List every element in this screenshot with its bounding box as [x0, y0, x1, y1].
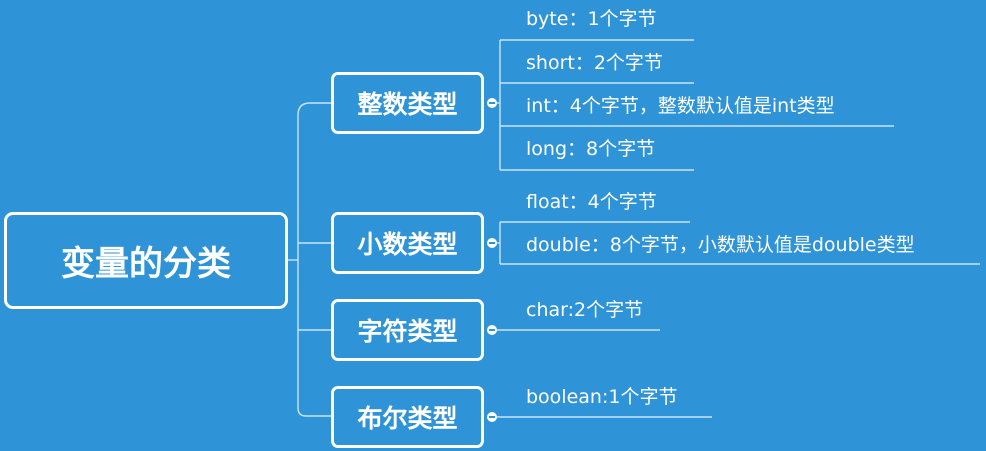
collapse-toggle-boolean[interactable]: [487, 412, 497, 422]
collapse-toggle-integer[interactable]: [487, 98, 497, 108]
leaf-int[interactable]: int：4个字节，整数默认值是int类型: [526, 95, 835, 117]
category-char-label: 字符类型: [357, 317, 458, 346]
category-integer-label: 整数类型: [357, 90, 458, 119]
leaf-byte[interactable]: byte：1个字节: [526, 8, 657, 30]
category-decimal-node[interactable]: 小数类型: [331, 212, 484, 274]
leaf-float[interactable]: float：4个字节: [526, 191, 657, 213]
leaf-short[interactable]: short：2个字节: [526, 52, 663, 74]
category-boolean-label: 布尔类型: [357, 404, 458, 433]
root-node[interactable]: 变量的分类: [4, 212, 288, 309]
category-decimal-label: 小数类型: [357, 230, 458, 259]
collapse-toggle-decimal[interactable]: [487, 238, 497, 248]
category-integer-node[interactable]: 整数类型: [331, 72, 484, 134]
category-boolean-node[interactable]: 布尔类型: [331, 386, 484, 448]
leaf-long[interactable]: long：8个字节: [526, 138, 656, 160]
leaf-boolean[interactable]: boolean:1个字节: [526, 386, 678, 408]
category-char-node[interactable]: 字符类型: [331, 299, 484, 361]
leaf-double[interactable]: double：8个字节，小数默认值是double类型: [526, 234, 915, 256]
root-node-label: 变量的分类: [61, 244, 231, 284]
collapse-toggle-char[interactable]: [487, 325, 497, 335]
leaf-char[interactable]: char:2个字节: [526, 299, 644, 321]
